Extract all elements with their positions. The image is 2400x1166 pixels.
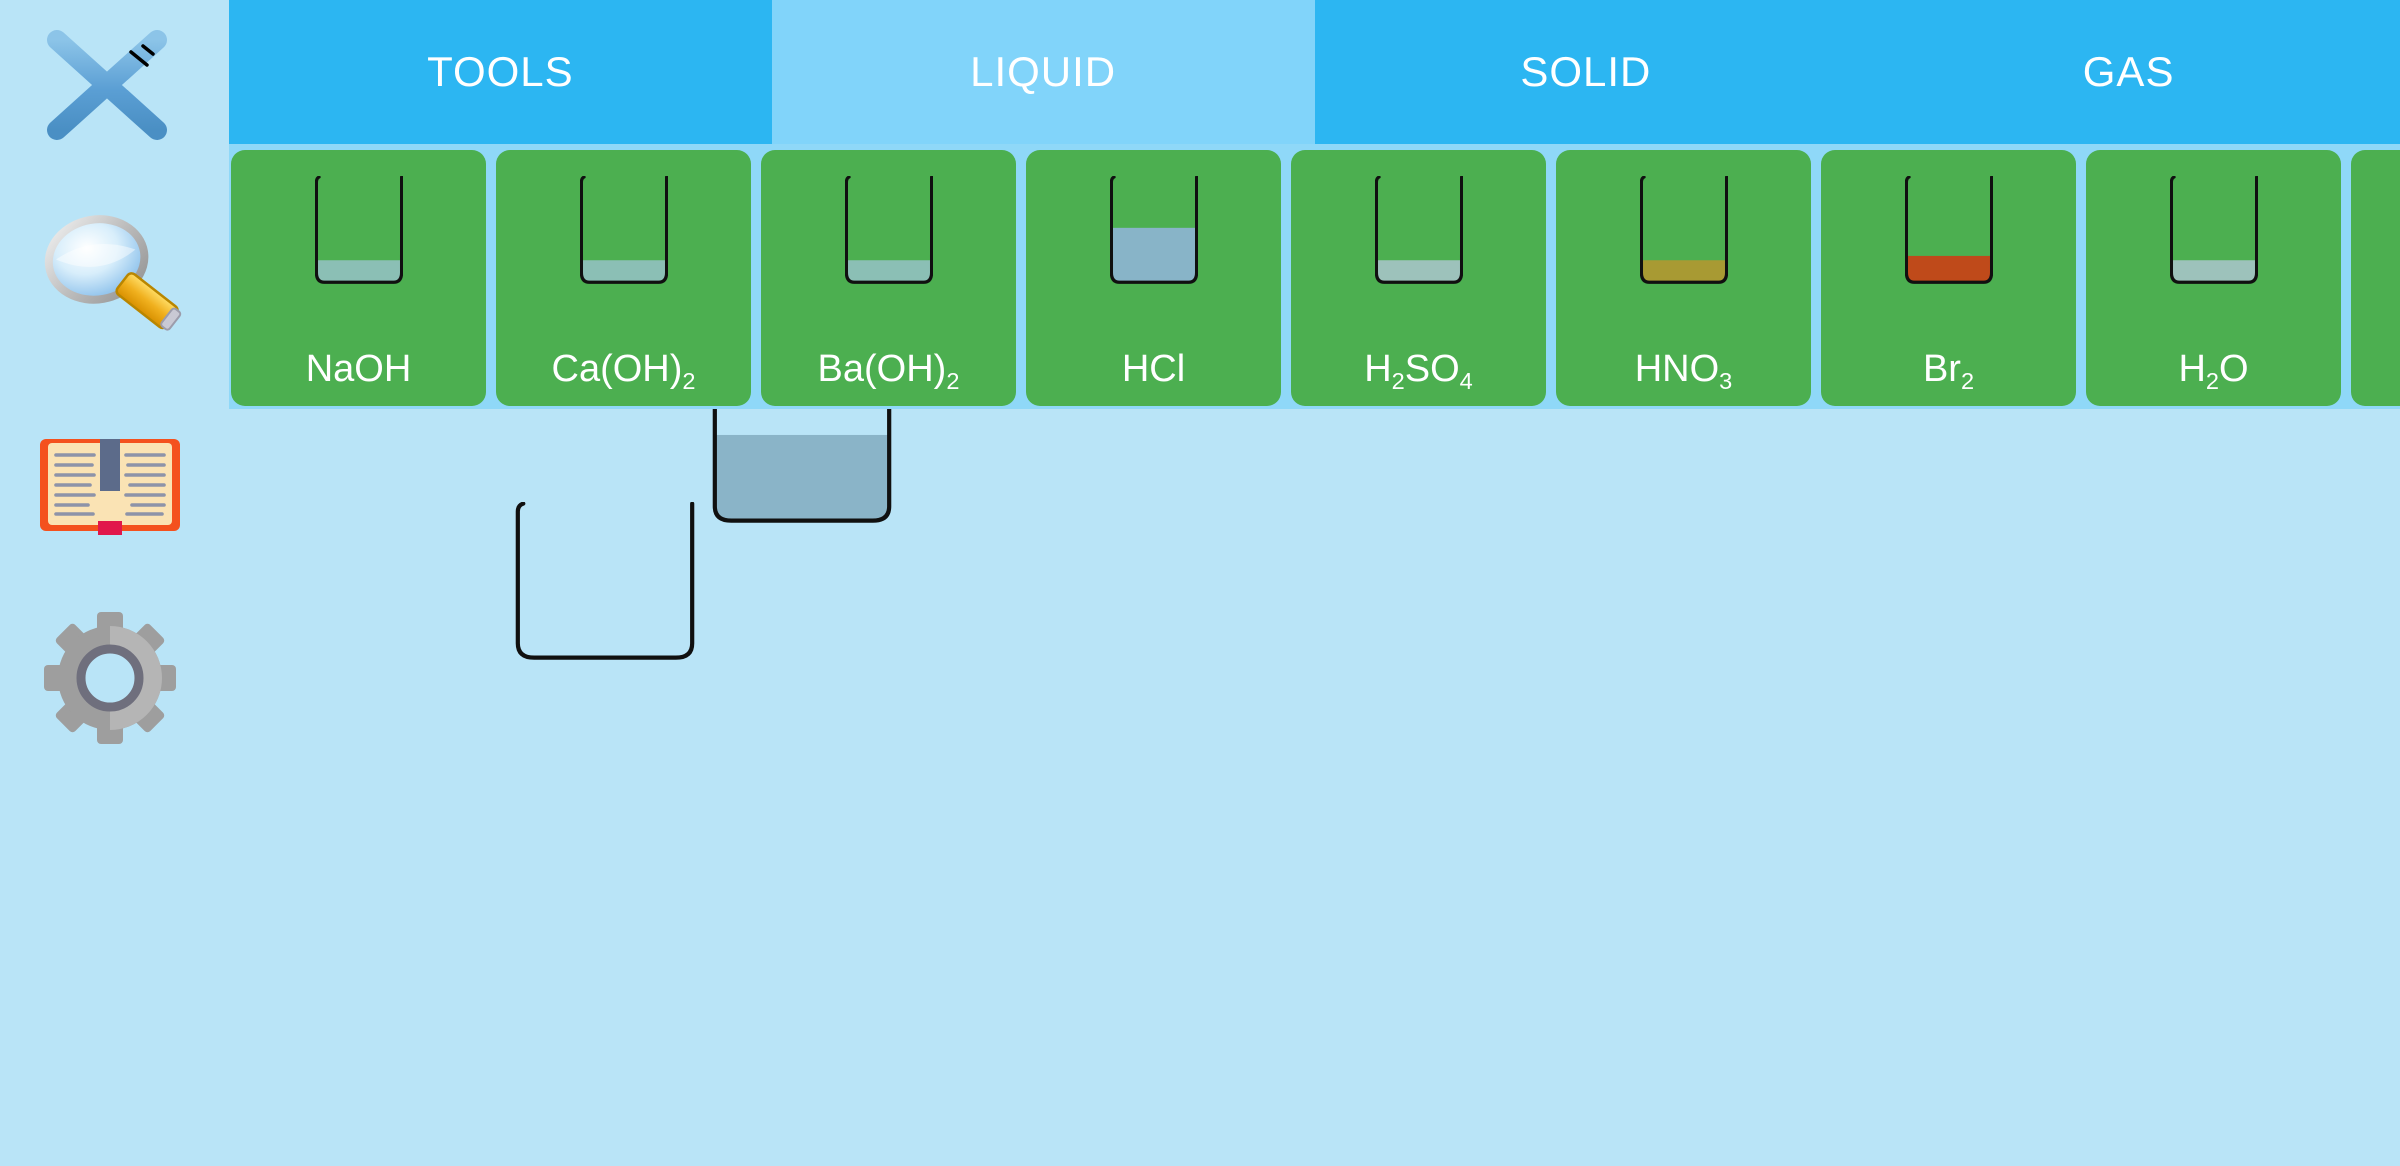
reagent-card-br2[interactable]: Br2	[1821, 150, 2076, 406]
tab-liquid[interactable]: LIQUID	[771, 0, 1315, 144]
reagent-label: H2SO4	[1364, 348, 1473, 394]
tab-tools[interactable]: TOOLS	[229, 0, 772, 144]
beaker-icon	[1905, 176, 1993, 284]
reagent-shelf-strip: NaOH Ca(OH)2 Ba(OH)2 HCl H2SO4 HNO3 Br2 H2O	[229, 150, 2400, 406]
beaker-empty[interactable]	[514, 502, 696, 661]
workbench-canvas[interactable]	[229, 409, 2400, 1166]
library-tool-button[interactable]	[22, 395, 197, 570]
tab-label: TOOLS	[427, 48, 574, 95]
beaker-icon	[580, 176, 668, 284]
beaker-icon	[1110, 176, 1198, 284]
tab-gas[interactable]: GAS	[1857, 0, 2400, 144]
reagent-card-more[interactable]	[2351, 150, 2400, 406]
reagent-card-hcl[interactable]: HCl	[1026, 150, 1281, 406]
beaker-icon	[1375, 176, 1463, 284]
magnifier-icon	[35, 203, 185, 343]
reagent-card-naoh[interactable]: NaOH	[231, 150, 486, 406]
reagent-card-caoh2[interactable]: Ca(OH)2	[496, 150, 751, 406]
beaker-icon	[1640, 176, 1728, 284]
clear-tool-button[interactable]	[22, 0, 197, 175]
beaker-icon	[315, 176, 403, 284]
reagent-card-h2o[interactable]: H2O	[2086, 150, 2341, 406]
gear-icon	[35, 608, 185, 748]
book-icon	[30, 413, 190, 553]
reagent-label: HNO3	[1634, 348, 1733, 394]
reagent-label: HCl	[1121, 348, 1186, 390]
reagent-card-hno3[interactable]: HNO3	[1556, 150, 1811, 406]
reagent-shelf[interactable]: NaOH Ca(OH)2 Ba(OH)2 HCl H2SO4 HNO3 Br2 H2O	[229, 144, 2400, 409]
reagent-label: NaOH	[305, 348, 412, 390]
reagent-card-h2so4[interactable]: H2SO4	[1291, 150, 1546, 406]
reagent-card-baoh2[interactable]: Ba(OH)2	[761, 150, 1016, 406]
tab-label: LIQUID	[970, 48, 1117, 95]
reagent-label: Ca(OH)2	[551, 348, 696, 394]
tab-label: SOLID	[1520, 48, 1652, 95]
inspect-tool-button[interactable]	[22, 185, 197, 360]
beaker-icon	[2170, 176, 2258, 284]
reagent-label: Br2	[1922, 348, 1975, 394]
category-tabbar: TOOLS LIQUID SOLID GAS	[229, 0, 2400, 144]
beaker-icon	[845, 176, 933, 284]
reagent-label: Ba(OH)2	[817, 348, 960, 394]
tab-solid[interactable]: SOLID	[1314, 0, 1858, 144]
scissors-icon	[35, 18, 185, 158]
tab-label: GAS	[2082, 48, 2175, 95]
reagent-label: H2O	[2178, 348, 2249, 394]
settings-tool-button[interactable]	[22, 590, 197, 765]
sidebar	[0, 0, 229, 1166]
